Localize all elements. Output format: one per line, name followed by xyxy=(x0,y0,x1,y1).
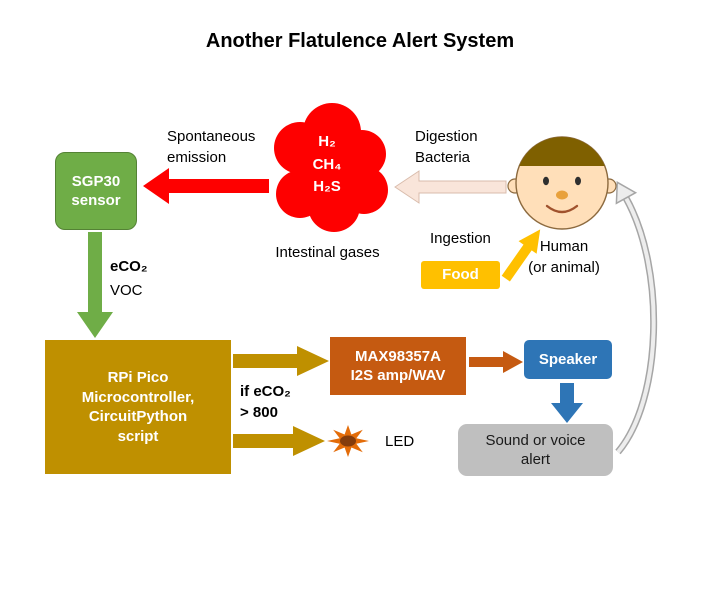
rpi-to-amp-arrow-icon xyxy=(233,346,329,376)
digestion-arrow-icon xyxy=(394,170,507,204)
intestinal-gases-label: Intestinal gases xyxy=(275,244,380,261)
ingestion-label: Ingestion xyxy=(430,230,491,247)
sgp30-sensor-label: SGP30 sensor xyxy=(71,172,121,210)
amp-to-speaker-arrow-icon xyxy=(469,351,523,373)
food-node: Food xyxy=(421,261,500,289)
page-title: Another Flatulence Alert System xyxy=(205,30,515,52)
speaker-label: Speaker xyxy=(538,350,598,368)
alert-node: Sound or voice alert xyxy=(458,424,613,476)
rpi-pico-node: RPi Pico Microcontroller, CircuitPython … xyxy=(45,340,231,474)
human-face-icon xyxy=(507,136,617,230)
condition-label: if eCO₂ > 800 xyxy=(240,383,291,422)
emission-arrow-icon xyxy=(143,168,269,204)
voc-label: VOC xyxy=(110,282,143,299)
human-label: Human (or animal) xyxy=(528,238,600,277)
food-label: Food xyxy=(442,266,479,284)
amp-label: MAX98357A I2S amp/WAV xyxy=(350,347,446,385)
amp-node: MAX98357A I2S amp/WAV xyxy=(330,337,466,395)
speaker-node: Speaker xyxy=(524,340,612,379)
alert-label: Sound or voice alert xyxy=(485,431,586,469)
ingestion-arrow-icon xyxy=(501,229,541,282)
led-icon xyxy=(327,425,369,457)
rpi-to-led-arrow-icon xyxy=(233,426,325,456)
cloud-gases-label: H₂ CH₄ H₂S xyxy=(312,133,342,195)
eco2-label: eCO₂ xyxy=(110,258,148,275)
gas-cloud-icon xyxy=(274,103,388,232)
digestion-bacteria-label: Digestion Bacteria xyxy=(415,128,478,167)
led-label: LED xyxy=(385,433,415,450)
spontaneous-emission-label: Spontaneous emission xyxy=(167,128,256,167)
sgp30-sensor-node: SGP30 sensor xyxy=(55,152,137,230)
rpi-pico-label: RPi Pico Microcontroller, CircuitPython … xyxy=(81,369,195,445)
feedback-arrow-icon xyxy=(615,181,658,455)
sensor-output-arrow-icon xyxy=(77,232,113,338)
speaker-to-alert-arrow-icon xyxy=(551,383,583,423)
